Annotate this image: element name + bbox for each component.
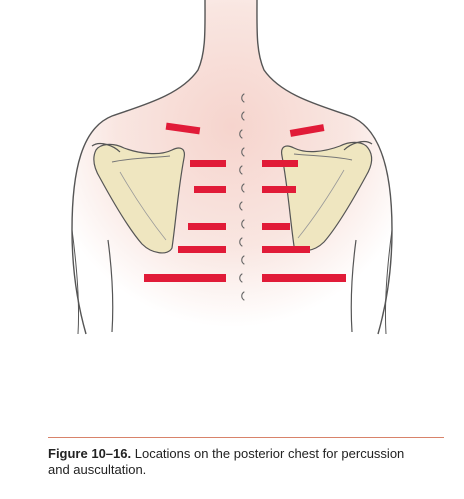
marker-right-5 (262, 246, 310, 253)
marker-right-1 (289, 124, 325, 137)
right-lat-line (350, 239, 357, 333)
marker-left-5 (178, 246, 226, 253)
marker-right-2 (262, 160, 298, 167)
body-outline-left (71, 0, 206, 335)
figure-label: Figure 10–16. (48, 446, 132, 461)
right-arm-line (384, 229, 393, 335)
marker-right-6 (262, 274, 346, 282)
marker-left-3 (194, 186, 226, 193)
spine (239, 93, 245, 301)
marker-left-1 (165, 122, 201, 135)
left-arm-line (71, 229, 80, 335)
figure-caption-text: Locations on the posterior chest for per… (48, 446, 405, 477)
left-scapula (91, 142, 185, 254)
auscultation-markers (144, 122, 346, 282)
figure-caption: Figure 10–16. Locations on the posterior… (48, 446, 428, 478)
caption-divider (48, 437, 444, 438)
posterior-chest-illustration (71, 0, 393, 335)
marker-right-3 (262, 186, 296, 193)
marker-right-4 (262, 223, 290, 230)
right-scapula (281, 140, 373, 252)
left-lat-line (107, 239, 114, 333)
body-outline-right (256, 0, 393, 335)
marker-left-4 (188, 223, 226, 230)
marker-left-6 (144, 274, 226, 282)
marker-left-2 (190, 160, 226, 167)
